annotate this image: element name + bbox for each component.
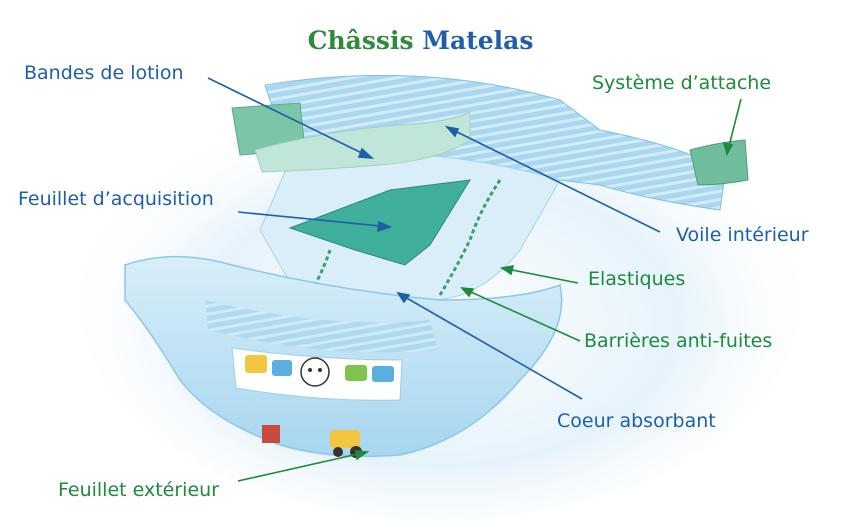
lotion-band [254, 111, 471, 173]
title-matelas: Matelas [422, 26, 534, 55]
print-wheel-1 [333, 447, 343, 457]
print-barn [262, 425, 280, 443]
arrow-barrieres [460, 287, 475, 298]
label-coeur-absorbant: Coeur absorbant [557, 410, 716, 432]
label-systeme-attache: Système d’attache [592, 72, 772, 94]
print-cow [300, 357, 330, 387]
label-feuillet-exterieur: Feuillet extérieur [58, 479, 220, 501]
print-cow-eye-right [318, 368, 322, 372]
leader-elastiques [501, 267, 579, 284]
print-tractor-scene [372, 366, 394, 382]
arrow-exterieur [355, 450, 370, 461]
print-field [345, 365, 367, 381]
leader-acquisition [237, 211, 391, 228]
print-cow-eye-left [308, 368, 312, 372]
leader-voile [446, 126, 661, 233]
leader-lotion [207, 77, 373, 159]
diagram-title: Châssis Matelas [0, 26, 841, 55]
label-bandes-de-lotion: Bandes de lotion [24, 62, 184, 84]
label-feuillet-acquisition: Feuillet d’acquisition [18, 188, 214, 210]
arrow-coeur [396, 291, 411, 304]
arrow-acquisition [377, 220, 393, 233]
front-waistband [205, 300, 438, 353]
leader-exterieur [237, 451, 368, 482]
title-chassis: Châssis [307, 26, 414, 55]
print-tractor [330, 430, 360, 448]
arrow-lotion [357, 147, 375, 159]
leader-barrieres [461, 287, 581, 342]
arrow-elastiques [499, 264, 515, 276]
label-elastiques: Elastiques [588, 268, 686, 290]
label-voile-interieur: Voile intérieur [676, 224, 809, 246]
print-sky [272, 360, 292, 376]
leader-coeur [397, 292, 583, 400]
arrow-voile [444, 125, 460, 138]
arrow-attache [722, 141, 734, 157]
print-vehicle [245, 355, 267, 373]
label-barrieres-anti-fuites: Barrières anti-fuites [584, 330, 773, 352]
right-tab [689, 139, 749, 186]
